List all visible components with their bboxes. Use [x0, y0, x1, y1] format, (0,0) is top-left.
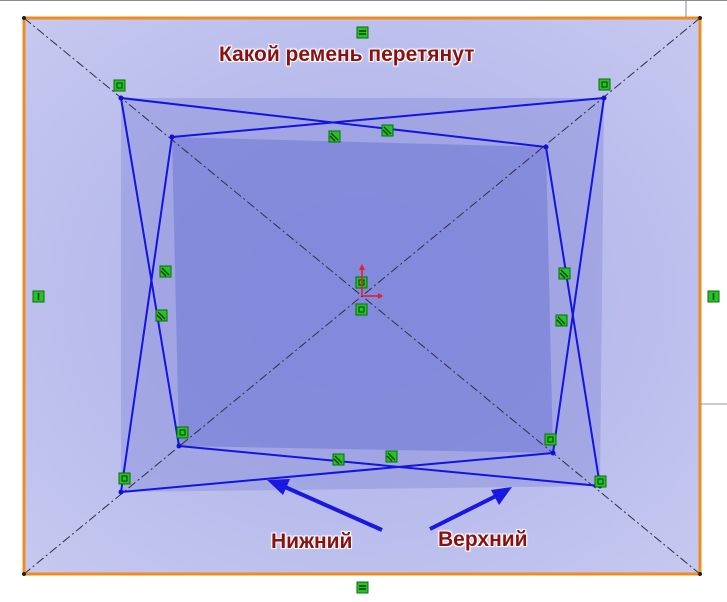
coincident-constraint-icon	[176, 426, 189, 439]
equal-constraint-icon	[159, 265, 172, 278]
belt-lines[interactable]	[120, 97, 605, 493]
belt-line-bottom-a	[178, 445, 601, 487]
equal-constraint-icon	[155, 309, 168, 322]
equal-constraint-icon	[385, 450, 398, 463]
belt-line-top-b	[171, 97, 605, 138]
coincident-constraint-icon	[544, 433, 557, 446]
equal-constraint-icon	[558, 267, 571, 280]
sketch-origin-icon[interactable]	[359, 264, 383, 299]
equal-constraint-icon	[555, 314, 568, 327]
annotation-lower: Нижний	[271, 530, 353, 553]
coincident-constraint-icon	[113, 79, 126, 92]
belt-line-bottom-b	[120, 452, 554, 493]
annotation-upper: Верхний	[438, 528, 528, 551]
belt-line-left-b	[120, 136, 173, 493]
upper-belt-arrow	[429, 487, 512, 531]
coincident-constraint-icon	[598, 78, 611, 91]
equal-constraint-icon	[332, 453, 345, 466]
annotation-title: Какой ремень перетянут	[219, 43, 475, 66]
frame-vertices	[22, 16, 702, 576]
equal-constraint-icon	[328, 130, 341, 143]
horizontal-constraint-icon	[356, 26, 369, 39]
equal-constraint-icon	[381, 124, 394, 137]
sketch-rectangle-frame[interactable]	[22, 16, 702, 576]
belt-line-left-a	[120, 97, 180, 447]
belt-line-right-b	[545, 146, 601, 487]
equal-constraint-markers[interactable]	[155, 124, 571, 466]
coincident-constraint-icon	[355, 303, 368, 316]
horizontal-constraint-icon	[356, 581, 369, 594]
belt-line-right-a	[552, 97, 605, 454]
frame-constraint-markers[interactable]	[32, 26, 720, 594]
vertical-constraint-icon	[707, 290, 720, 303]
vertical-constraint-icon	[32, 290, 45, 303]
coincident-constraint-icon	[118, 472, 131, 485]
coincident-constraint-icon	[594, 475, 607, 488]
lower-belt-arrow	[267, 479, 383, 532]
